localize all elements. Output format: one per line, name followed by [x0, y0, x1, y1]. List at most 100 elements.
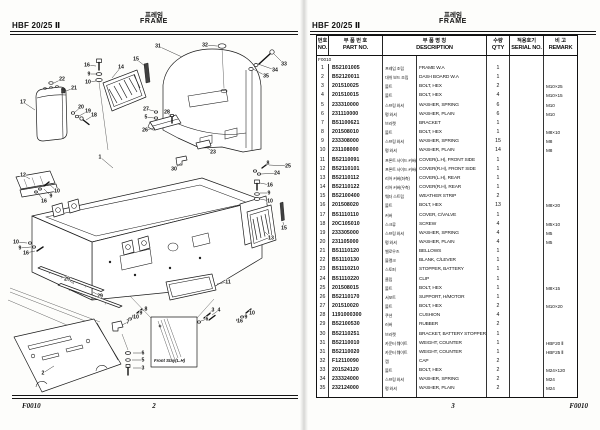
cell-serial-no	[510, 100, 544, 110]
weather-strip-15-left	[143, 62, 151, 84]
cell-no: 25	[317, 283, 329, 293]
cell-serial-no	[510, 366, 544, 376]
cell-description: CAP	[417, 357, 487, 367]
callout-29: 29	[97, 293, 103, 299]
cell-part-no: B51110110	[329, 210, 383, 220]
group-spacer	[417, 56, 487, 64]
fastener-group-6-3-4	[197, 312, 216, 324]
cell-remark: M10×20	[546, 304, 563, 310]
callout-leader	[49, 184, 58, 192]
callout-leader	[145, 116, 155, 119]
callout-leader	[257, 63, 276, 71]
cell-no: 33	[317, 366, 329, 376]
callout-4: 4	[218, 307, 221, 313]
callout-leader	[92, 291, 101, 297]
page-number: 2	[152, 402, 156, 410]
cell-serial-no	[510, 118, 544, 129]
callout-35: 35	[263, 73, 269, 79]
bolt-stack-top-left	[95, 58, 109, 151]
header-desc-en: DESCRIPTION	[416, 45, 453, 52]
cell-description: COVER, C/VALVE	[417, 210, 487, 220]
fastener-group-24-25-8	[252, 162, 269, 176]
callout-9: 9	[19, 245, 22, 251]
cell-remark	[544, 192, 577, 201]
callout-leader	[74, 106, 82, 113]
cell-remark	[544, 165, 577, 174]
cell-name-ko: 쿠션	[383, 311, 417, 321]
cell-part-no: B52110091	[329, 155, 383, 165]
header-serial-ko: 적용호기	[516, 38, 537, 45]
callout-34: 34	[272, 67, 278, 73]
cell-qty: 4	[487, 219, 510, 229]
callout-leader	[85, 114, 95, 121]
fastener-stack-6-5-3	[121, 333, 131, 376]
cell-serial-no	[510, 302, 544, 312]
main-frame-1	[8, 177, 263, 335]
cell-remark	[544, 73, 577, 82]
cell-serial-no	[510, 82, 544, 92]
cell-description: STOPPER, BATTERY	[417, 265, 487, 275]
cell-serial-no	[510, 219, 544, 229]
cell-part-no: B52110101	[329, 164, 383, 174]
footer-right-page: 3 F0010	[308, 402, 598, 414]
cell-remark: M8×20	[546, 203, 560, 209]
cell-name-ko: 스토퍼	[383, 265, 417, 275]
cell-description: RUBBER	[417, 320, 487, 330]
cell-name-ko: 서포트	[383, 292, 417, 303]
header-remark: 비 고 REMARK	[544, 36, 577, 55]
bolt-28	[170, 114, 174, 124]
cell-description: DASH BOARD W.A	[417, 73, 487, 83]
callout-33: 33	[281, 61, 287, 67]
cell-description: WEIGHT, COUNTER	[417, 338, 487, 348]
callout-20: 20	[78, 104, 84, 110]
header-serial-en: SERIAL NO.	[511, 45, 542, 52]
cell-qty: 2	[487, 375, 510, 385]
callout-6: 6	[206, 316, 209, 322]
cell-description: WASHER, SPRING	[417, 137, 487, 147]
cell-no: 20	[317, 237, 329, 248]
cell-no: 22	[317, 256, 329, 266]
cell-serial-no	[510, 247, 544, 257]
callout-27: 27	[143, 106, 149, 112]
table-filler-row	[317, 393, 577, 397]
callout-leader	[282, 221, 285, 229]
cell-no: 35	[317, 384, 329, 394]
cell-no: 4	[317, 91, 329, 101]
cell-description: CUSHION	[417, 311, 487, 321]
cap-22	[48, 81, 54, 85]
callout-leader	[204, 44, 218, 47]
filler-cell	[383, 393, 417, 397]
cell-qty: 1	[487, 247, 510, 257]
cell-qty: 1	[487, 183, 510, 193]
group-code: F0010	[317, 56, 383, 64]
cell-name-ko: 스프링 와셔	[383, 100, 417, 110]
callout-leader	[19, 246, 32, 249]
callout-leader	[259, 182, 271, 186]
cell-name-ko: 볼트	[383, 91, 417, 101]
cell-remark	[544, 247, 577, 256]
callout-22: 22	[59, 76, 65, 82]
callout-31: 31	[155, 43, 161, 49]
figure-code: F0010	[22, 402, 41, 410]
callout-leader	[15, 241, 28, 244]
cell-no: 34	[317, 375, 329, 385]
callout-leader	[242, 315, 247, 318]
cell-description: CLIP	[417, 274, 487, 284]
callout-10: 10	[249, 310, 255, 316]
callout-leader	[144, 127, 156, 131]
bolt-stack-right	[253, 179, 261, 201]
cell-qty: 4	[487, 311, 510, 321]
cell-description: WASHER, SPRING	[417, 228, 487, 238]
inset-label: Front Stay(L.H)	[154, 358, 186, 363]
cell-remark: HBF20 Ⅱ	[546, 340, 564, 346]
callout-9: 9	[245, 314, 248, 320]
cell-no: 18	[317, 219, 329, 229]
washers-27-5	[153, 110, 159, 120]
cell-remark: M8×10	[546, 130, 560, 136]
